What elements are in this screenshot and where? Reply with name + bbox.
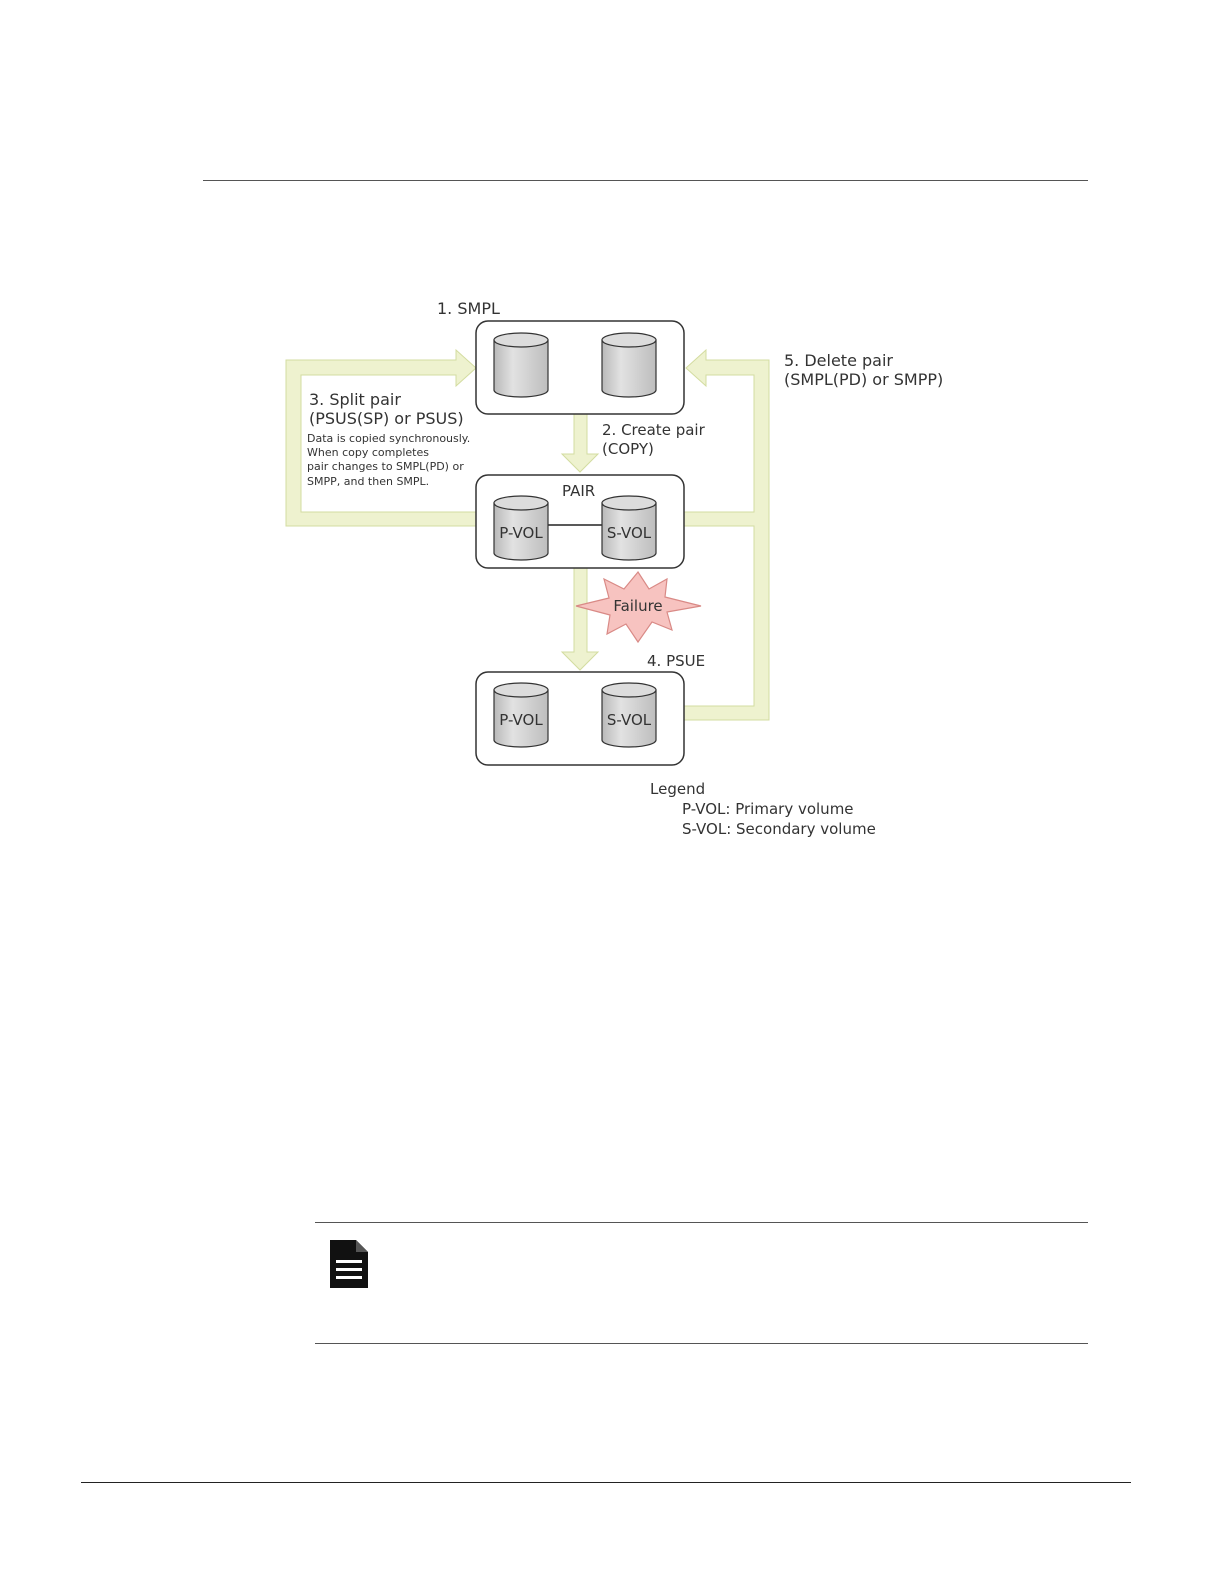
note-bottom-rule — [315, 1343, 1088, 1344]
legend-title: Legend — [650, 780, 705, 798]
split-pair-status: (PSUS(SP) or PSUS) — [309, 409, 464, 428]
create-pair-status: (COPY) — [602, 440, 654, 458]
pvol-label: P-VOL — [499, 524, 543, 542]
failure-label: Failure — [613, 597, 662, 615]
svol-label: S-VOL — [607, 711, 652, 729]
volume-cylinder — [602, 333, 656, 397]
svol-label: S-VOL — [607, 524, 652, 542]
document-icon — [328, 1238, 370, 1290]
delete-pair-label: 5. Delete pair — [784, 351, 893, 370]
legend-pvol: P-VOL: Primary volume — [682, 800, 854, 818]
pair-state-label: PAIR — [562, 482, 595, 500]
split-pair-note-line: Data is copied synchronously. — [307, 432, 470, 445]
split-pair-label: 3. Split pair — [309, 390, 401, 409]
pvol-label: P-VOL — [499, 711, 543, 729]
split-pair-note-line: pair changes to SMPL(PD) or — [307, 460, 464, 473]
split-pair-note-line: SMPP, and then SMPL. — [307, 475, 429, 488]
delete-pair-status: (SMPL(PD) or SMPP) — [784, 370, 943, 389]
split-pair-note-line: When copy completes — [307, 446, 429, 459]
legend-svol: S-VOL: Secondary volume — [682, 820, 876, 838]
note-top-rule — [315, 1222, 1088, 1223]
create-pair-label: 2. Create pair — [602, 421, 706, 439]
smpl-state-label: 1. SMPL — [437, 299, 500, 318]
create-pair-arrow — [562, 414, 598, 472]
volume-cylinder — [494, 333, 548, 397]
pair-status-diagram: 1. SMPL PAIR 4. PSUE 2. Create pair (COP… — [0, 0, 1224, 900]
footer-rule — [81, 1482, 1131, 1483]
psue-state-label: 4. PSUE — [647, 652, 705, 670]
failure-arrow — [562, 568, 598, 670]
